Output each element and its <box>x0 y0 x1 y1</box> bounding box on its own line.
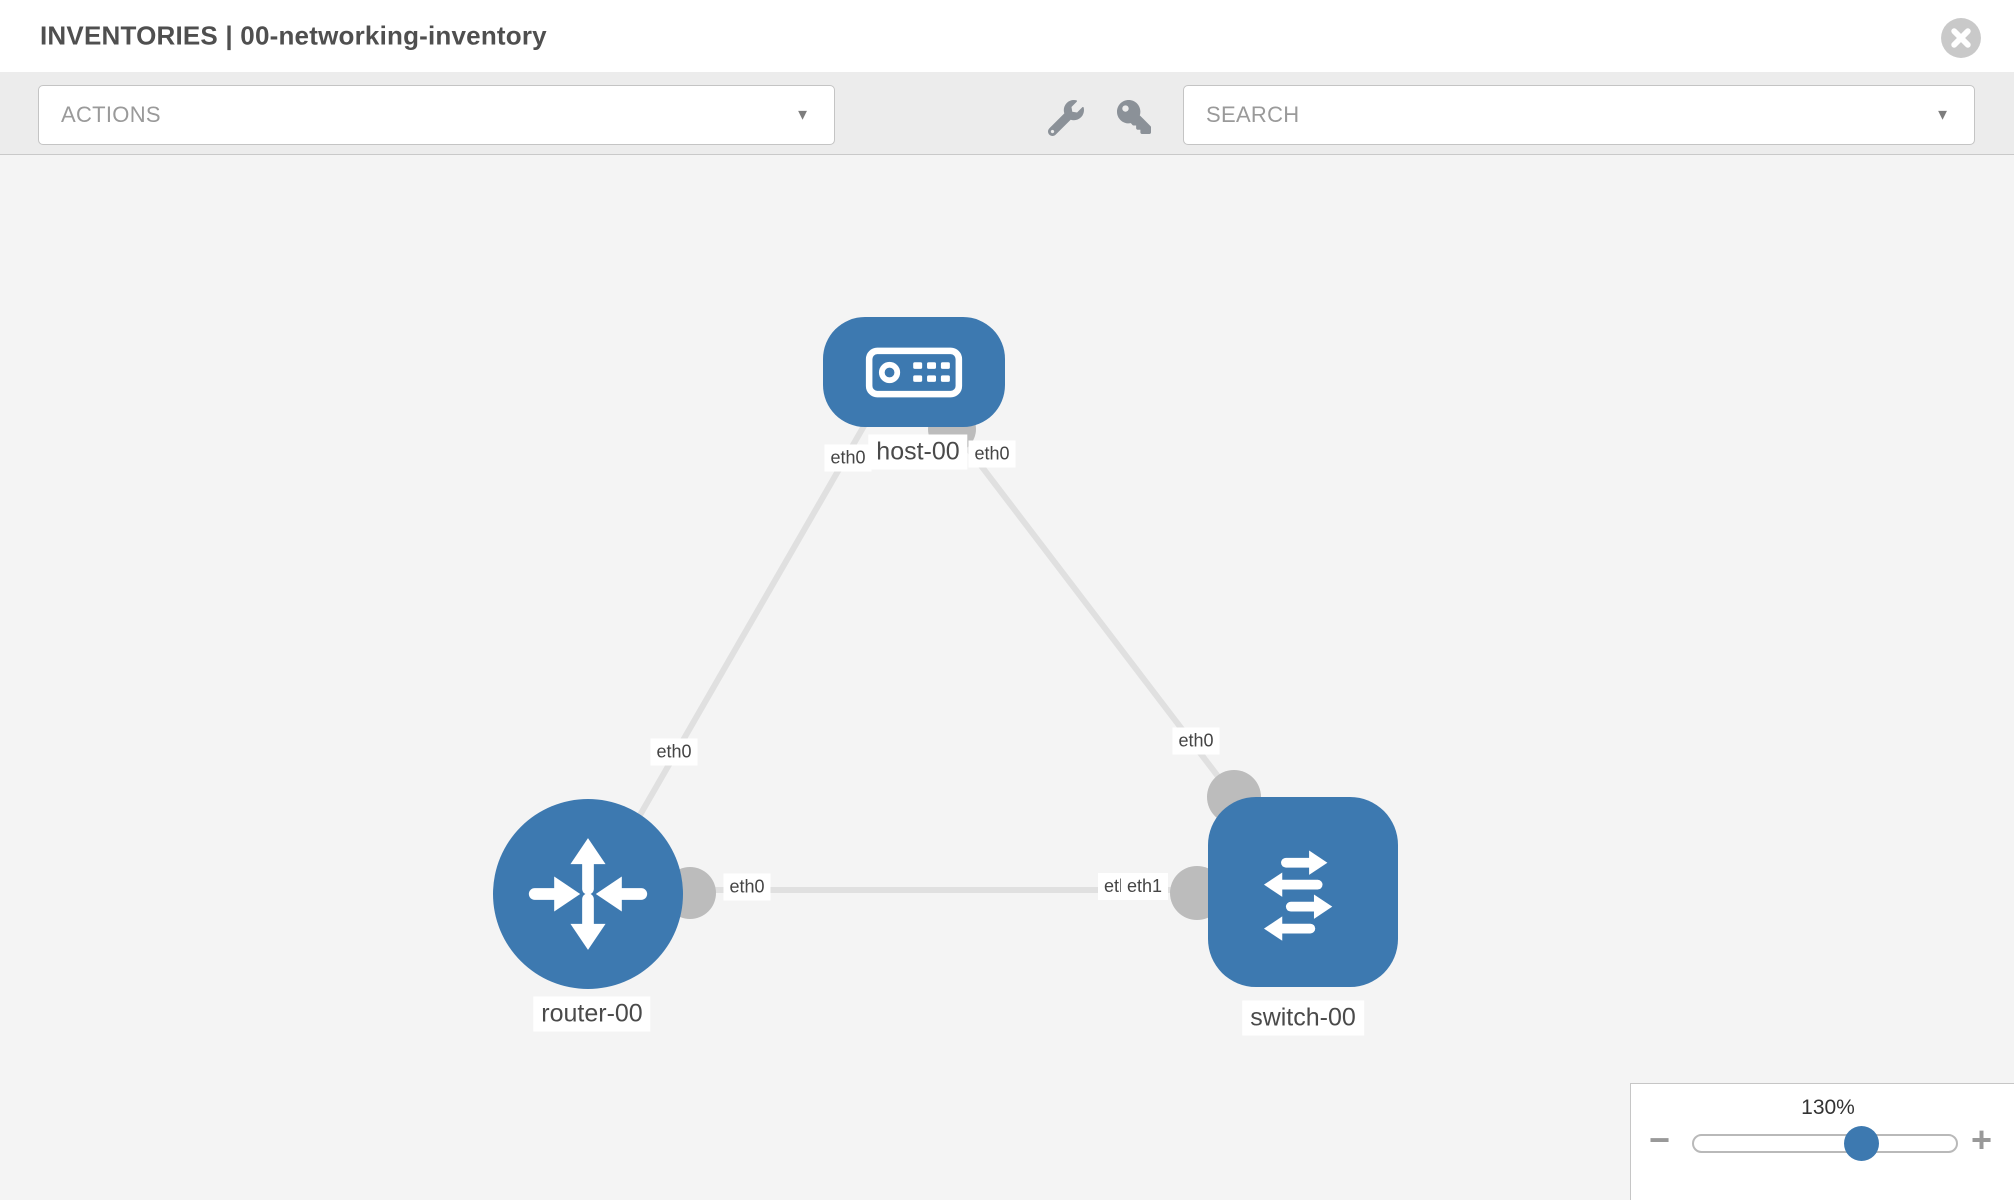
zoom-slider-track[interactable] <box>1692 1134 1958 1153</box>
chevron-down-icon: ▼ <box>795 106 810 124</box>
header: INVENTORIES | 00-networking-inventory <box>0 0 2014 72</box>
zoom-level: 130% <box>1801 1096 1855 1119</box>
zoom-widget: 130% − + <box>1630 1083 2014 1200</box>
interface-label-over: eth1 <box>1121 873 1169 900</box>
interface-label: eth0 <box>650 738 698 766</box>
interface-label: eth0 <box>723 873 771 901</box>
host-icon <box>865 347 963 397</box>
wrench-icon[interactable] <box>1047 100 1084 141</box>
node-label-host: host-00 <box>868 434 968 470</box>
router-icon <box>528 838 648 950</box>
close-icon <box>1941 18 1981 58</box>
topology-links <box>595 410 1239 893</box>
node-label-switch: switch-00 <box>1242 1000 1364 1036</box>
key-icon[interactable] <box>1117 100 1151 139</box>
node-label-router: router-00 <box>533 996 651 1032</box>
node-host-00[interactable] <box>823 317 1005 427</box>
interface-label: eth0 <box>968 440 1016 468</box>
toolbar: ACTIONS ▼ SEARCH ▼ <box>0 72 2014 155</box>
node-router-00[interactable] <box>493 799 683 989</box>
close-button[interactable] <box>1940 17 1982 59</box>
search-dropdown-label: SEARCH <box>1206 102 1300 127</box>
zoom-slider-handle[interactable] <box>1844 1126 1879 1161</box>
zoom-in-button[interactable]: + <box>1971 1119 1993 1160</box>
chevron-down-icon: ▼ <box>1935 106 1950 124</box>
link-host-router <box>595 410 875 890</box>
switch-icon <box>1263 850 1333 941</box>
search-dropdown[interactable]: SEARCH ▼ <box>1183 85 1975 145</box>
interface-label: eth0 <box>824 444 872 472</box>
node-switch-00[interactable] <box>1208 797 1398 987</box>
page-title: INVENTORIES | 00-networking-inventory <box>40 20 547 51</box>
topology-canvas[interactable]: host-00 router-00 switch-00 eth0 eth0 et… <box>0 155 2014 1200</box>
actions-dropdown-label: ACTIONS <box>61 102 161 127</box>
interface-label: eth0 <box>1172 727 1220 755</box>
actions-dropdown[interactable]: ACTIONS ▼ <box>38 85 835 145</box>
zoom-out-button[interactable]: − <box>1649 1119 1671 1160</box>
